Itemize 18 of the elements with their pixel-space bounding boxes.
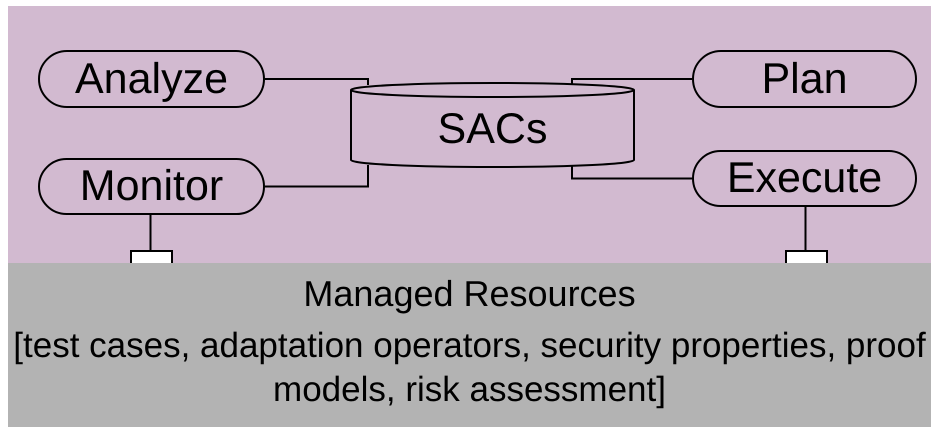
node-label: Execute — [726, 157, 882, 200]
connector-line — [804, 207, 806, 250]
node-label: Monitor — [80, 165, 224, 208]
node-label: Analyze — [75, 58, 228, 100]
panel-heading: Managed Resources — [302, 272, 637, 316]
port-box — [785, 250, 828, 264]
connector-line — [265, 78, 369, 85]
connector-line — [265, 165, 369, 188]
resource-panel — [8, 263, 931, 427]
panel-background — [8, 6, 931, 263]
connector-line — [571, 165, 692, 180]
node-label: Plan — [761, 58, 848, 100]
node-label: SACs — [438, 108, 548, 150]
connector-line — [150, 215, 152, 250]
database-cylinder — [350, 82, 635, 168]
connector-line — [571, 78, 692, 85]
port-box — [130, 250, 173, 264]
panel-description: [test cases, adaptation operators, security properties, proof models, risk assessment] — [12, 324, 927, 410]
